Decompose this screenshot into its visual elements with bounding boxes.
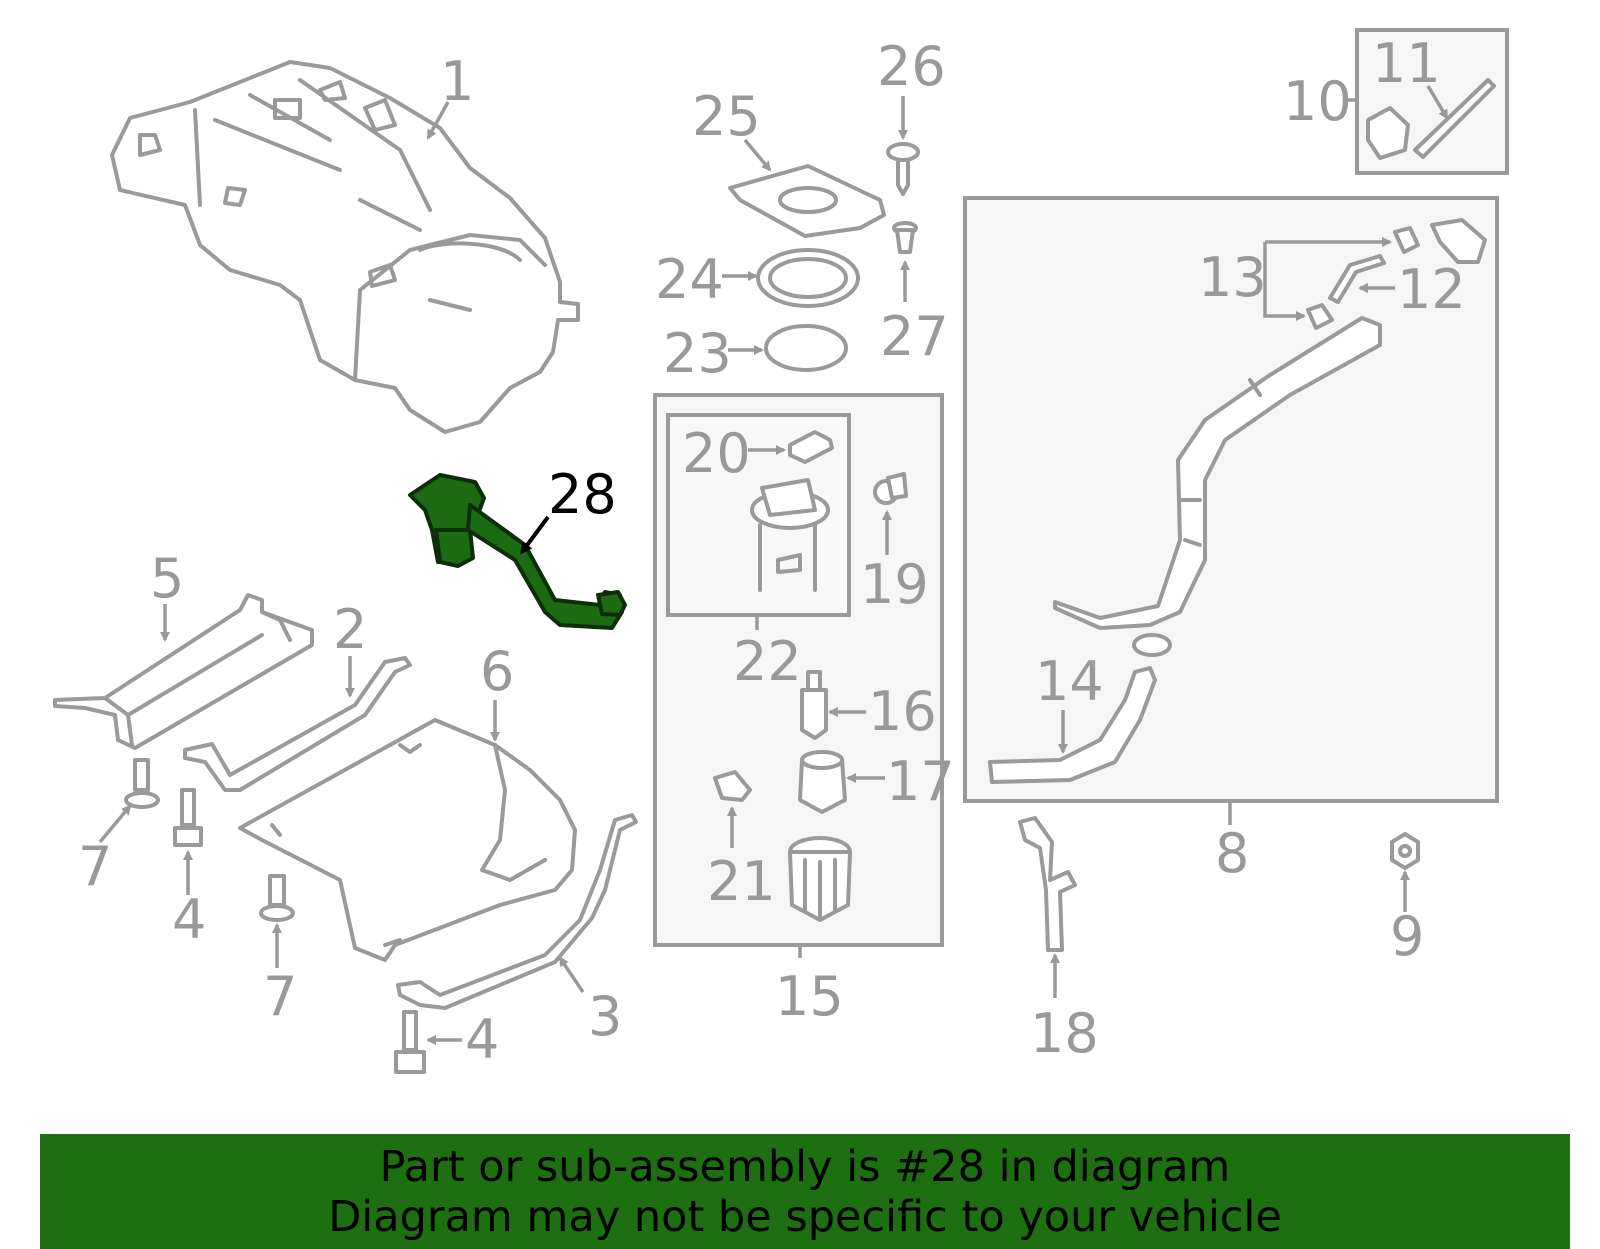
bolt-7-upper[interactable]: [124, 758, 160, 809]
callout-4-lower: 4: [465, 1008, 499, 1071]
callout-3: 3: [588, 985, 622, 1048]
filler-pipe-part[interactable]: [1053, 316, 1382, 630]
callout-24: 24: [655, 248, 724, 311]
bolt-4-upper[interactable]: [173, 788, 203, 847]
callout-2: 2: [333, 598, 367, 661]
bracket-18-part[interactable]: [1018, 816, 1077, 952]
callout-5: 5: [150, 547, 184, 610]
callout-7-upper: 7: [78, 835, 112, 898]
callout-18: 18: [1030, 1002, 1099, 1065]
callout-13: 13: [1198, 246, 1267, 309]
callout-4-upper: 4: [172, 888, 206, 951]
callout-25: 25: [692, 85, 761, 148]
callout-22: 22: [733, 630, 802, 693]
clamp-13-upper[interactable]: [1393, 226, 1420, 254]
callout-16: 16: [868, 680, 937, 743]
filler-neck-box-8: [963, 196, 1499, 803]
pump-cover-plate-part[interactable]: [728, 164, 886, 238]
callout-8: 8: [1215, 822, 1249, 885]
pump-17-part[interactable]: [798, 750, 847, 814]
clip-19-part[interactable]: [873, 472, 908, 505]
callout-12: 12: [1397, 258, 1466, 321]
bolt-7-lower[interactable]: [259, 874, 295, 922]
hose-14-part[interactable]: [988, 666, 1157, 784]
callout-28: 28: [548, 463, 617, 526]
tank-strap-rear-part[interactable]: [396, 813, 638, 1010]
valve-21-part[interactable]: [713, 770, 752, 802]
callout-26: 26: [877, 35, 946, 98]
callout-11: 11: [1372, 32, 1441, 95]
screw-26-part[interactable]: [886, 142, 920, 196]
fuel-pump-sender-assembly-highlighted[interactable]: [408, 473, 627, 630]
gasket-part[interactable]: [764, 324, 848, 372]
tether-11-part[interactable]: [1413, 78, 1496, 159]
grommet-27-part[interactable]: [892, 221, 918, 254]
tank-strap-part[interactable]: [183, 656, 412, 792]
connector-20-part[interactable]: [788, 430, 834, 464]
sender-unit-part[interactable]: [750, 478, 830, 592]
callout-19: 19: [860, 553, 929, 616]
filter-16-part[interactable]: [800, 670, 828, 740]
breather-hose-12-part[interactable]: [1328, 254, 1386, 304]
info-banner: Part or sub-assembly is #28 in diagram D…: [40, 1134, 1570, 1249]
callout-10: 10: [1283, 70, 1352, 133]
callout-14: 14: [1035, 650, 1104, 713]
fuel-tank-part[interactable]: [110, 60, 580, 434]
cap-mount-part[interactable]: [1430, 218, 1487, 264]
under-cover-part[interactable]: [238, 718, 577, 962]
banner-line-2: Diagram may not be specific to your vehi…: [328, 1192, 1282, 1242]
lock-ring-part[interactable]: [756, 248, 860, 308]
callout-20: 20: [682, 422, 751, 485]
clamp-13-lower[interactable]: [1306, 303, 1334, 330]
heat-shield-part[interactable]: [53, 593, 314, 750]
hose-clamp-part[interactable]: [1132, 633, 1172, 657]
reservoir-part[interactable]: [788, 836, 852, 922]
callout-23: 23: [663, 322, 732, 385]
bolt-4-lower[interactable]: [394, 1010, 426, 1074]
callout-15: 15: [775, 965, 844, 1028]
nut-9-part[interactable]: [1390, 832, 1420, 870]
callout-1: 1: [440, 50, 474, 113]
callout-27: 27: [880, 305, 949, 368]
callout-6: 6: [480, 640, 514, 703]
callout-7-lower: 7: [263, 965, 297, 1028]
fuel-cap-10-part[interactable]: [1366, 106, 1410, 160]
banner-line-1: Part or sub-assembly is #28 in diagram: [379, 1142, 1231, 1192]
callout-9: 9: [1390, 905, 1424, 968]
callout-21: 21: [707, 850, 776, 913]
callout-17: 17: [886, 750, 955, 813]
